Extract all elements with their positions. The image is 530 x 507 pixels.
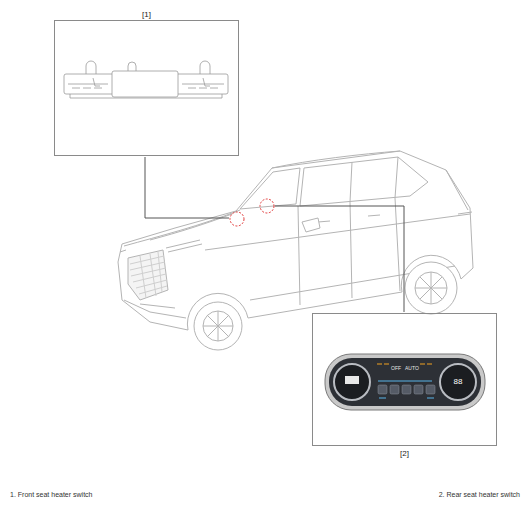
car-body [118,151,473,330]
side-windows [300,157,428,206]
location-marker [260,199,274,213]
grille [128,250,168,300]
switch-button [72,88,218,89]
callout-number: [1] [55,10,238,19]
callout-box: [2] [312,313,497,446]
climate-button [426,385,435,394]
callout-number: [2] [313,449,496,458]
front-rim [203,311,233,341]
temp-dial [334,364,370,400]
windshield [240,168,300,209]
climate-panel [325,354,485,410]
front-switch-center [112,71,178,97]
indicator-dots [379,398,434,399]
seat-icon [93,78,210,86]
switch-tab [86,61,96,74]
dial-display [345,376,359,384]
leader-line [275,206,404,312]
headlight [166,240,202,252]
switch-tab [128,62,136,72]
climate-panel-face [329,358,481,406]
hood-line [124,210,240,246]
door-handle [318,215,380,222]
switch-detail [68,84,224,85]
front-spokes [203,311,233,341]
door-lines [298,198,400,305]
grille-mesh [130,252,167,298]
climate-button [378,385,387,394]
button-label: AUTO [405,366,419,372]
location-marker [230,212,244,226]
climate-button [414,385,423,394]
leader-line [145,157,229,218]
button-label: OFF [391,366,401,372]
rear-rim [415,272,447,304]
rear-wheel [405,262,457,314]
climate-button [390,385,399,394]
temp-dial [440,364,476,400]
side-mirror [302,218,320,232]
window-pillar [350,157,398,202]
part-caption: 2. Rear seat heater switch [439,491,520,499]
indicator-dots [377,363,432,364]
temperature-readout: 88 [454,378,463,387]
callout-box: [1] [54,20,239,156]
bumper [124,300,186,318]
headlight-left [120,250,126,252]
climate-button [402,385,411,394]
switch-tab [200,61,210,74]
rear-light [446,170,472,214]
rear-spokes [415,272,447,304]
part-caption: 1. Front seat heater switch [10,491,92,499]
switch-bottom [70,94,222,98]
blue-bar [378,381,432,382]
front-wheel [194,302,242,350]
